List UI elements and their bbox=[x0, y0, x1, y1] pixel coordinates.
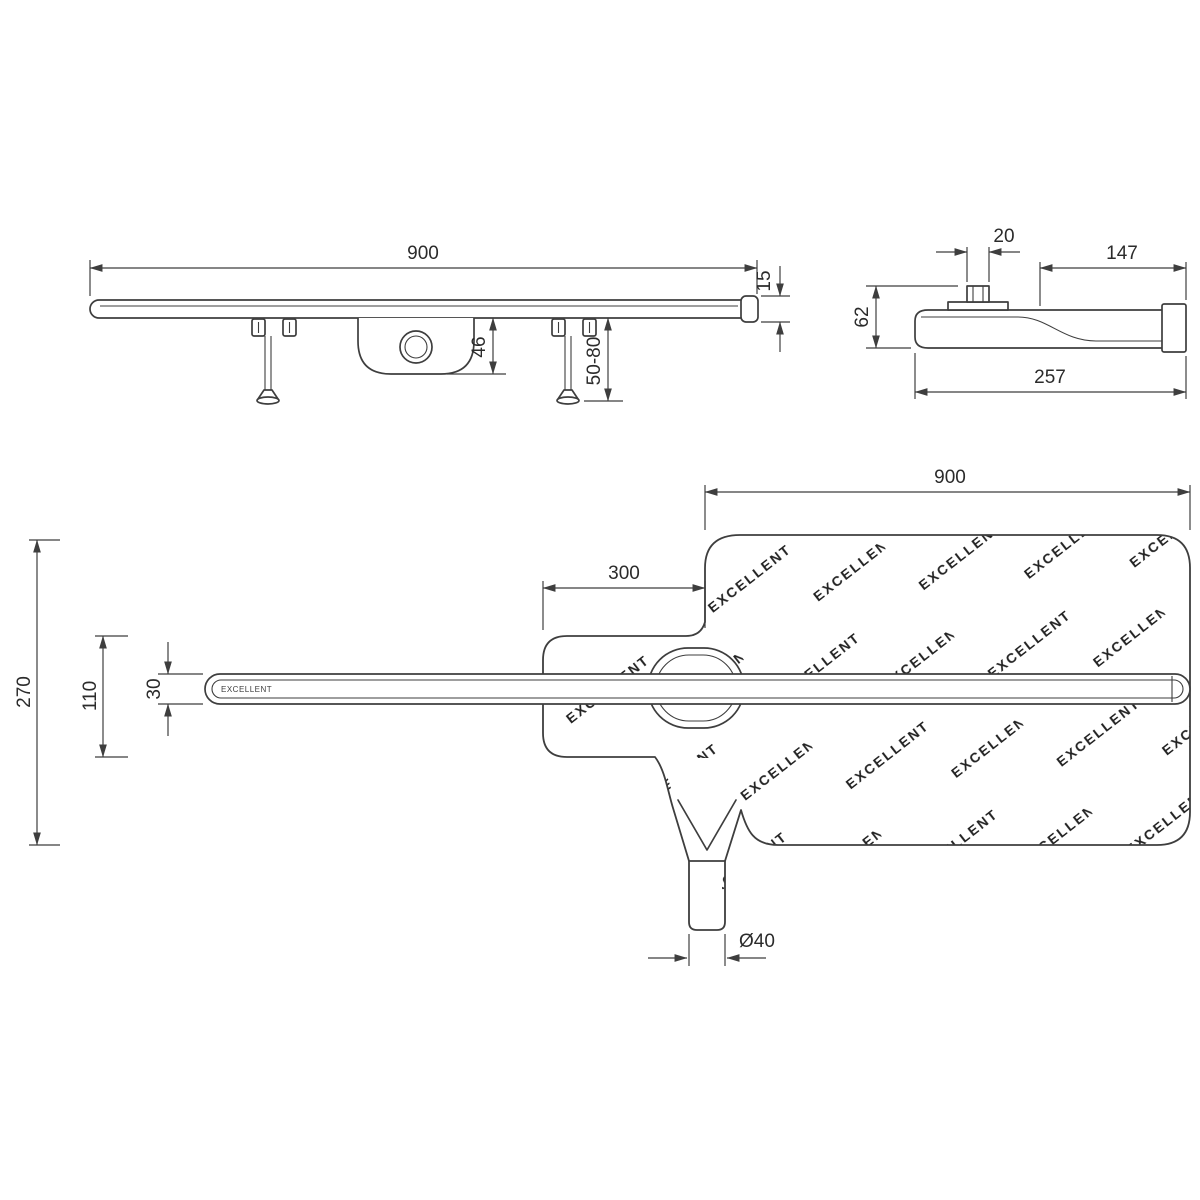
body-slope-line bbox=[921, 316, 1162, 342]
channel-profile bbox=[89, 299, 758, 319]
dim-front-length: 900 bbox=[89, 243, 758, 296]
end-flange bbox=[1161, 303, 1187, 353]
dim-label: 50-80 bbox=[584, 337, 605, 386]
channel-grate bbox=[211, 679, 1184, 699]
dim-plan-collar-width: 110 bbox=[80, 635, 128, 758]
dim-label: 900 bbox=[934, 467, 966, 488]
dim-front-trap-depth: 46 bbox=[447, 317, 506, 375]
outlet-stub bbox=[966, 285, 990, 303]
front-view: 900 15 46 50-80 bbox=[89, 243, 790, 405]
funnel-interior bbox=[660, 758, 738, 927]
trap-body bbox=[357, 318, 475, 375]
dim-plan-membrane-depth: 270 bbox=[14, 539, 60, 846]
waterproofing-membrane bbox=[542, 534, 1191, 931]
dim-label: 900 bbox=[407, 243, 439, 264]
dim-label: 147 bbox=[1106, 243, 1138, 264]
dim-label: 46 bbox=[469, 336, 490, 357]
dim-label: 110 bbox=[80, 681, 101, 711]
dim-label: 30 bbox=[144, 678, 165, 699]
channel-plan bbox=[204, 673, 1191, 705]
outlet-plate bbox=[947, 301, 1009, 311]
leg-foot-base bbox=[256, 396, 280, 405]
dim-label: 270 bbox=[14, 676, 35, 708]
dim-label: 300 bbox=[608, 563, 640, 584]
dim-side-height: 62 bbox=[852, 285, 958, 349]
dim-label: 15 bbox=[754, 270, 775, 291]
dim-plan-membrane-length: 900 bbox=[704, 467, 1191, 530]
dim-side-body-length: 147 bbox=[1039, 243, 1187, 306]
plan-view: EXCELLENT 900 300 270 110 bbox=[14, 467, 1191, 966]
dim-label: 20 bbox=[993, 226, 1014, 247]
dim-front-edge-height: 15 bbox=[754, 266, 790, 352]
leg-right bbox=[551, 318, 597, 405]
dim-side-total-depth: 257 bbox=[914, 353, 1187, 399]
dim-plan-outlet-diameter: Ø40 bbox=[648, 931, 775, 966]
leg-left bbox=[251, 318, 297, 405]
dim-label: 257 bbox=[1034, 367, 1066, 388]
leg-foot-base bbox=[556, 396, 580, 405]
dim-plan-drain-offset: 300 bbox=[542, 563, 706, 630]
dim-plan-channel-width: 30 bbox=[144, 642, 203, 736]
channel-brand-label: EXCELLENT bbox=[221, 685, 272, 694]
body-profile bbox=[914, 309, 1162, 349]
outlet-circle-outer bbox=[399, 330, 433, 364]
dim-label: Ø40 bbox=[739, 931, 775, 952]
funnel-notch bbox=[677, 799, 737, 851]
outlet-circle-inner bbox=[404, 335, 428, 359]
channel-end-cap bbox=[740, 295, 759, 323]
dim-front-leg-range: 50-80 bbox=[584, 317, 623, 402]
dim-label: 62 bbox=[852, 306, 873, 327]
dim-side-outlet-offset: 20 bbox=[936, 226, 1020, 282]
side-view: 20 147 62 257 bbox=[852, 226, 1187, 399]
